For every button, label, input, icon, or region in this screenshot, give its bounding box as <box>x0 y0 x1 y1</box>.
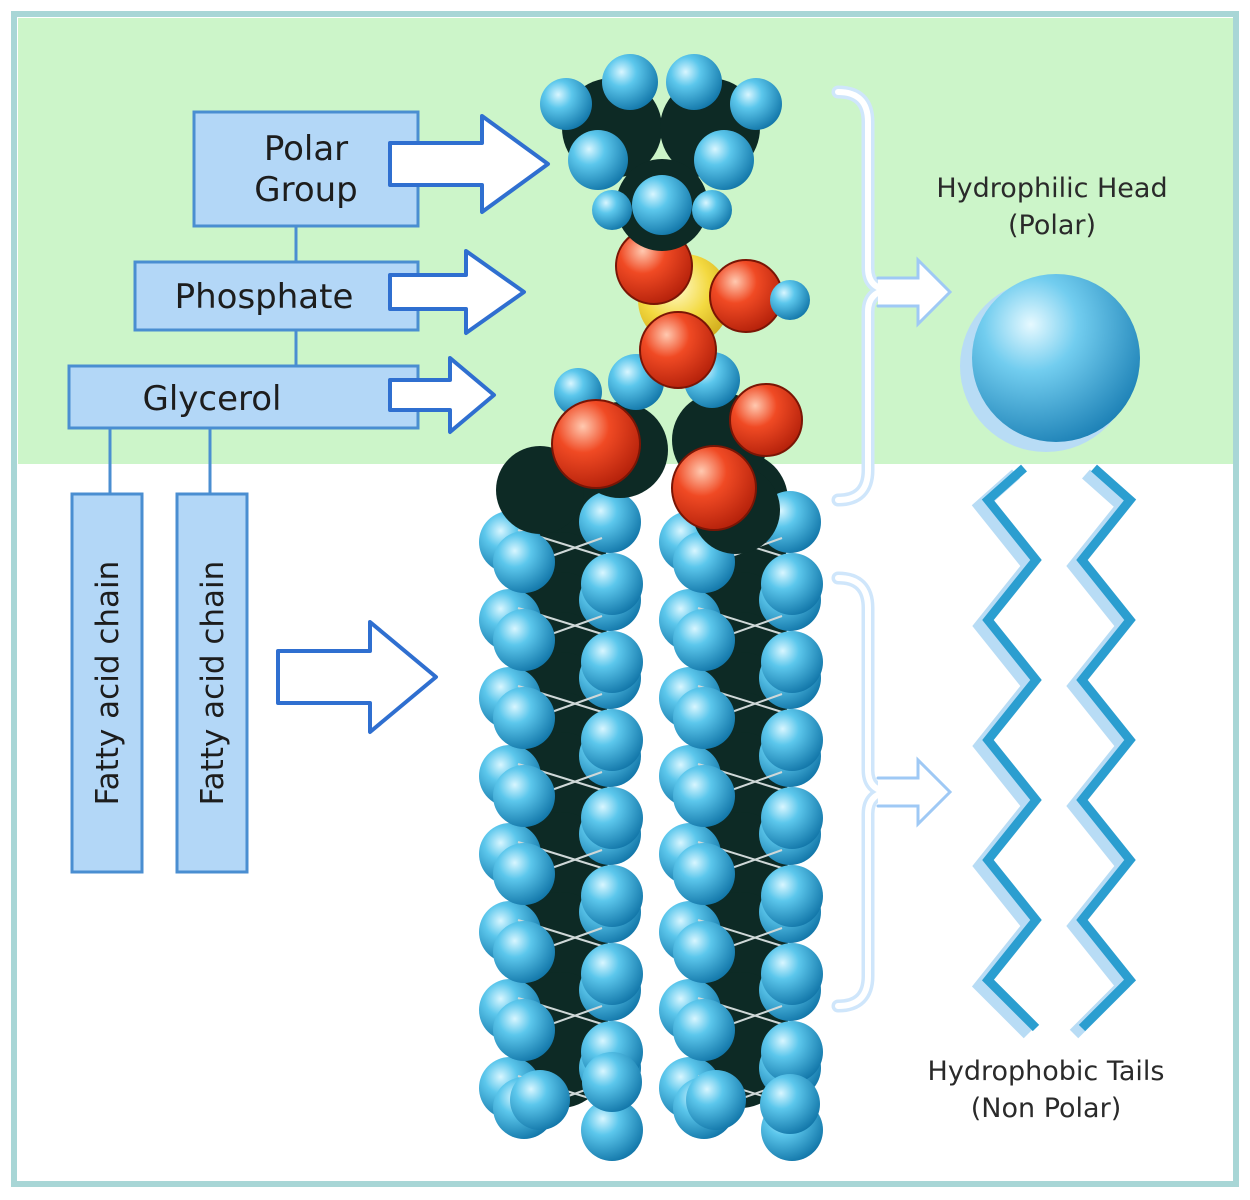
fatty-acid-chain-box-2: Fatty acid chain <box>175 492 249 874</box>
phospholipid-molecule-model <box>479 54 823 1161</box>
hydrogen-atom <box>510 1070 570 1130</box>
hydrogen-atom <box>581 787 643 849</box>
oxygen-atom <box>729 383 803 457</box>
hydrogen-atom <box>632 175 692 235</box>
oxygen-atom <box>639 311 717 389</box>
hydrogen-atom <box>761 787 823 849</box>
polar-group-arrow-icon <box>388 114 550 214</box>
hydrogen-atom <box>694 130 754 190</box>
hydrogen-atom <box>770 280 810 320</box>
hydrogen-atom <box>730 78 782 130</box>
outer-frame <box>11 11 1239 1187</box>
hydrogen-atom <box>493 531 555 593</box>
fatty-acid-arrow-icon <box>276 620 438 734</box>
hydrogen-atom <box>686 1070 746 1130</box>
hydrogen-atom <box>666 54 722 110</box>
hydrogen-atom <box>673 999 735 1061</box>
oxygen-atom <box>671 445 757 531</box>
hydrogen-atom <box>493 921 555 983</box>
hydrophilic-head-label-line1: Hydrophilic Head <box>936 173 1167 204</box>
hydrogen-atom <box>592 190 632 230</box>
phosphate-label: Phosphate <box>175 277 354 317</box>
label-connectors <box>108 226 298 494</box>
hydrogen-atom <box>581 553 643 615</box>
hydrogen-atom <box>673 687 735 749</box>
hydrogen-atom <box>582 1052 642 1112</box>
hydrogen-atom <box>581 943 643 1005</box>
hydrogen-atom <box>493 843 555 905</box>
hydrogen-atom <box>692 190 732 230</box>
hydrogen-atom <box>540 78 592 130</box>
glycerol-box: Glycerol <box>67 364 420 430</box>
hydrogen-atom <box>673 921 735 983</box>
hydrogen-atom <box>673 609 735 671</box>
hydrophobic-tails-label-line1: Hydrophobic Tails <box>928 1056 1165 1087</box>
hydrogen-atom <box>760 1074 820 1134</box>
hydrogen-atom <box>568 130 628 190</box>
hydrogen-atom <box>493 999 555 1061</box>
polar-group-box: Polar Group <box>192 110 420 228</box>
hydrophobic-tails-label-line2: (Non Polar) <box>971 1093 1121 1124</box>
polar-group-label-line2: Group <box>254 170 358 210</box>
oxygen-atom <box>551 399 641 489</box>
glycerol-label: Glycerol <box>142 379 281 419</box>
fatty-acid-chain-label-1: Fatty acid chain <box>90 561 126 806</box>
polar-group-label-line1: Polar <box>264 129 348 169</box>
fatty-acid-chain-box-1: Fatty acid chain <box>70 492 144 874</box>
hydrogen-atom <box>581 1099 643 1161</box>
tail-bracket-icon <box>831 571 953 1013</box>
hydrogen-atom <box>761 631 823 693</box>
phosphate-arrow-icon <box>388 249 526 335</box>
head-bracket-icon <box>831 85 953 507</box>
hydrogen-atom <box>602 54 658 110</box>
hydrogen-atom <box>761 1021 823 1083</box>
glycerol-arrow-icon <box>388 356 496 434</box>
hydrogen-atom <box>761 865 823 927</box>
phosphate-box: Phosphate <box>133 260 420 332</box>
hydrophilic-head-label-line2: (Polar) <box>1008 210 1096 241</box>
hydrogen-atom <box>581 709 643 771</box>
fatty-acid-chain-label-2: Fatty acid chain <box>195 561 231 806</box>
hydrogen-atom <box>673 843 735 905</box>
hydrogen-atom <box>581 865 643 927</box>
hydrogen-atom <box>579 491 641 553</box>
hydrogen-atom <box>493 609 555 671</box>
hydrogen-atom <box>761 709 823 771</box>
hydrogen-atom <box>761 553 823 615</box>
hydrogen-atom <box>761 943 823 1005</box>
hydrogen-atom <box>493 765 555 827</box>
hydrogen-atom <box>493 687 555 749</box>
schematic-phospholipid <box>960 274 1140 1039</box>
hydrogen-atom <box>673 765 735 827</box>
hydrogen-atom <box>581 631 643 693</box>
schematic-head-sphere <box>972 274 1140 442</box>
schematic-tails <box>971 464 1137 1039</box>
